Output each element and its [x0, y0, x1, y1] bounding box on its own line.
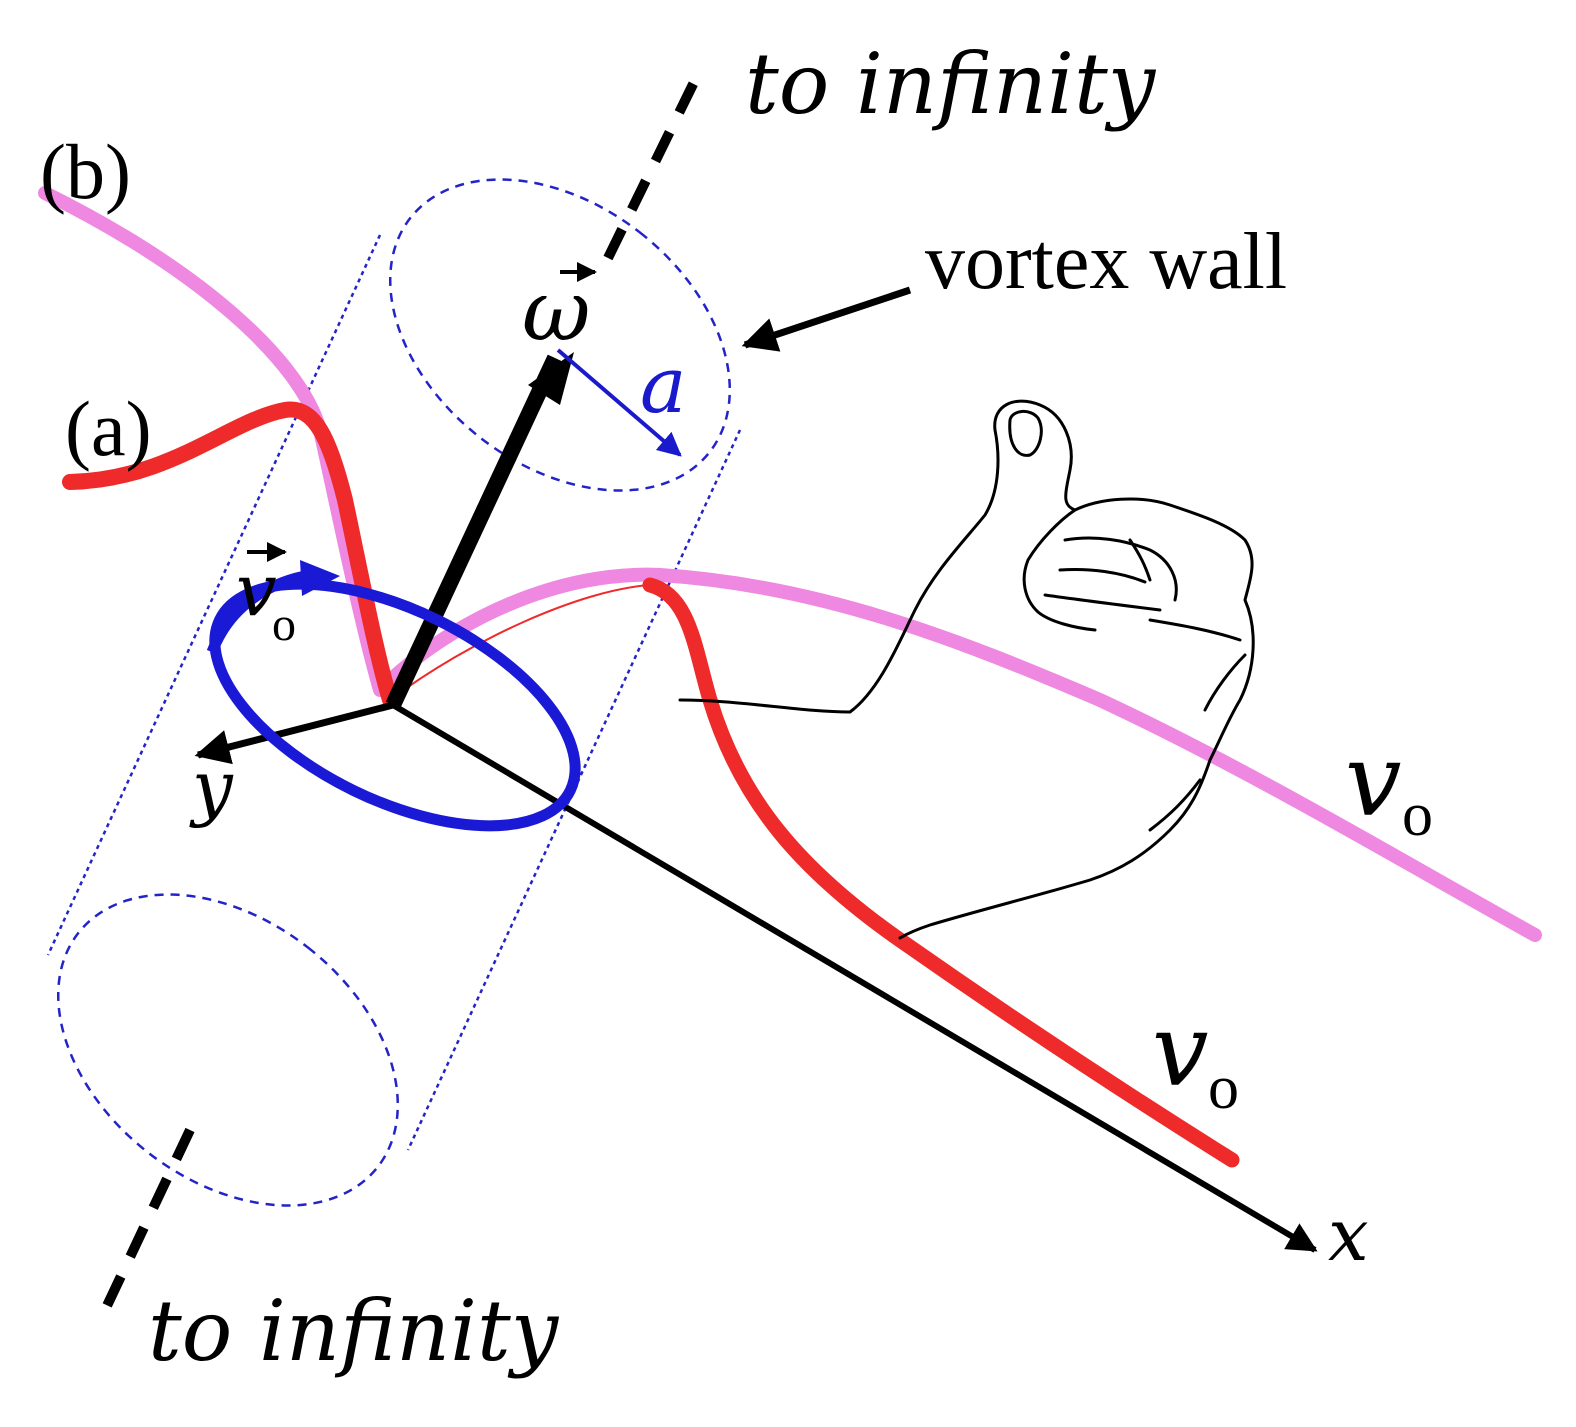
circulation-arrow-head: [300, 560, 340, 596]
circulation-loop: [206, 560, 581, 832]
omega-label: ω: [522, 262, 597, 360]
curve-a: [62, 401, 398, 708]
vortex-wall-pointer: [741, 286, 912, 352]
omega-symbol: ω: [522, 262, 591, 360]
curve-a-right: [642, 577, 1240, 1168]
x-axis-label: x: [1328, 1193, 1369, 1277]
velocity-label-curve-a: v o: [1152, 992, 1239, 1122]
x-axis-line: [391, 702, 1318, 1253]
velocity-symbol-b: v: [1345, 722, 1402, 839]
label-curve-b: (b): [40, 128, 131, 215]
circulation-ellipse: [209, 578, 581, 832]
right-hand-thumb-up-icon: [678, 399, 1255, 940]
label-curve-a: (a): [65, 385, 152, 472]
y-axis-label: y: [189, 745, 234, 829]
velocity-subscript: o: [272, 598, 296, 651]
cylinder-top-ellipse: [388, 178, 732, 492]
vortex-axis: [100, 67, 705, 1313]
radius-label: a: [640, 341, 687, 431]
curve-a-thin-segment: [389, 584, 651, 701]
cylinder-bottom-ellipse: [56, 893, 400, 1207]
vortex-axis-top-dash: [603, 67, 705, 261]
radius-arrow: [556, 348, 682, 457]
velocity-symbol-a: v: [1152, 992, 1209, 1109]
coordinate-axes: [194, 352, 1318, 1253]
label-bottom-infinity: to infinity: [148, 1282, 560, 1380]
circulation-velocity-label: v o: [236, 542, 296, 651]
label-top-infinity: to infinity: [745, 35, 1157, 133]
circulation-arrow-tail: [206, 569, 312, 655]
velocity-symbol: v: [236, 548, 277, 632]
velocity-label-curve-b: v o: [1345, 722, 1433, 849]
velocity-subscript-a: o: [1208, 1054, 1239, 1122]
cylinder-left-wall: [46, 234, 382, 956]
omega-axis-line: [385, 354, 563, 709]
y-axis-line: [194, 701, 394, 765]
vortex-axis-bottom-dash: [100, 1127, 195, 1313]
label-vortex-wall: vortex wall: [925, 218, 1287, 306]
omega-arrow-head: [528, 352, 574, 405]
velocity-subscript-b: o: [1402, 781, 1433, 849]
vortex-cylinder: [46, 178, 742, 1207]
